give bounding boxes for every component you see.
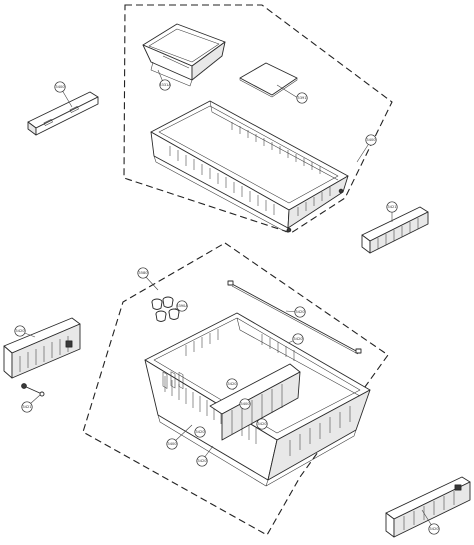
svg-text:3420: 3420 xyxy=(15,329,25,333)
callout-c13: 3400 xyxy=(166,438,178,450)
upper-assembly-boundary xyxy=(123,4,393,234)
callout-c7: 3390A xyxy=(176,300,188,312)
callout-c18: 3420 xyxy=(256,418,268,430)
lower-right-rail xyxy=(385,476,471,538)
callout-c4: 3400 xyxy=(54,81,66,93)
callout-c5: 3421 xyxy=(386,201,398,213)
callout-c9: 3420 xyxy=(292,333,304,345)
callout-c3: 3400 xyxy=(365,134,377,146)
svg-text:3331A: 3331A xyxy=(159,83,171,87)
svg-text:3420: 3420 xyxy=(227,382,237,386)
svg-text:3420: 3420 xyxy=(195,430,205,434)
small-tray xyxy=(142,23,226,87)
svg-text:3420: 3420 xyxy=(429,527,439,531)
callout-c10: 3420 xyxy=(14,325,26,337)
svg-text:3400: 3400 xyxy=(55,85,65,89)
callout-c1: 3331A xyxy=(159,79,171,91)
cover-plate xyxy=(239,62,298,98)
svg-text:3400: 3400 xyxy=(366,138,376,142)
callout-c16: 3400 xyxy=(239,398,251,410)
divider-rod xyxy=(227,280,362,355)
upper-left-rail xyxy=(27,91,99,136)
lower-basket xyxy=(144,312,371,487)
svg-text:3420: 3420 xyxy=(257,422,267,426)
screw xyxy=(21,383,45,397)
leader-lines xyxy=(21,69,433,527)
svg-text:3420: 3420 xyxy=(197,459,207,463)
svg-text:3400: 3400 xyxy=(240,402,250,406)
svg-text:3391: 3391 xyxy=(297,96,306,100)
lower-assembly-boundary xyxy=(82,242,389,536)
svg-text:3400: 3400 xyxy=(167,442,177,446)
upper-right-rail xyxy=(361,206,429,254)
callout-c8: 3420 xyxy=(294,306,306,318)
callout-c15: 3420 xyxy=(428,523,440,535)
callout-c2: 3391 xyxy=(296,92,308,104)
svg-text:3420: 3420 xyxy=(295,310,305,314)
svg-text:3390A: 3390A xyxy=(176,304,188,308)
svg-text:3580: 3580 xyxy=(138,271,148,275)
knob-set xyxy=(151,296,180,322)
callout-c17: 3420 xyxy=(194,426,206,438)
svg-text:3420: 3420 xyxy=(293,337,303,341)
upper-drawer xyxy=(150,100,349,233)
svg-text:3421: 3421 xyxy=(387,205,396,209)
callout-c12: 3420 xyxy=(226,378,238,390)
lower-left-rail xyxy=(3,317,81,379)
callout-c11: 3421 xyxy=(21,401,33,413)
callout-c14: 3420 xyxy=(196,455,208,467)
callout-c6: 3580 xyxy=(137,267,149,279)
svg-text:3421: 3421 xyxy=(22,405,31,409)
